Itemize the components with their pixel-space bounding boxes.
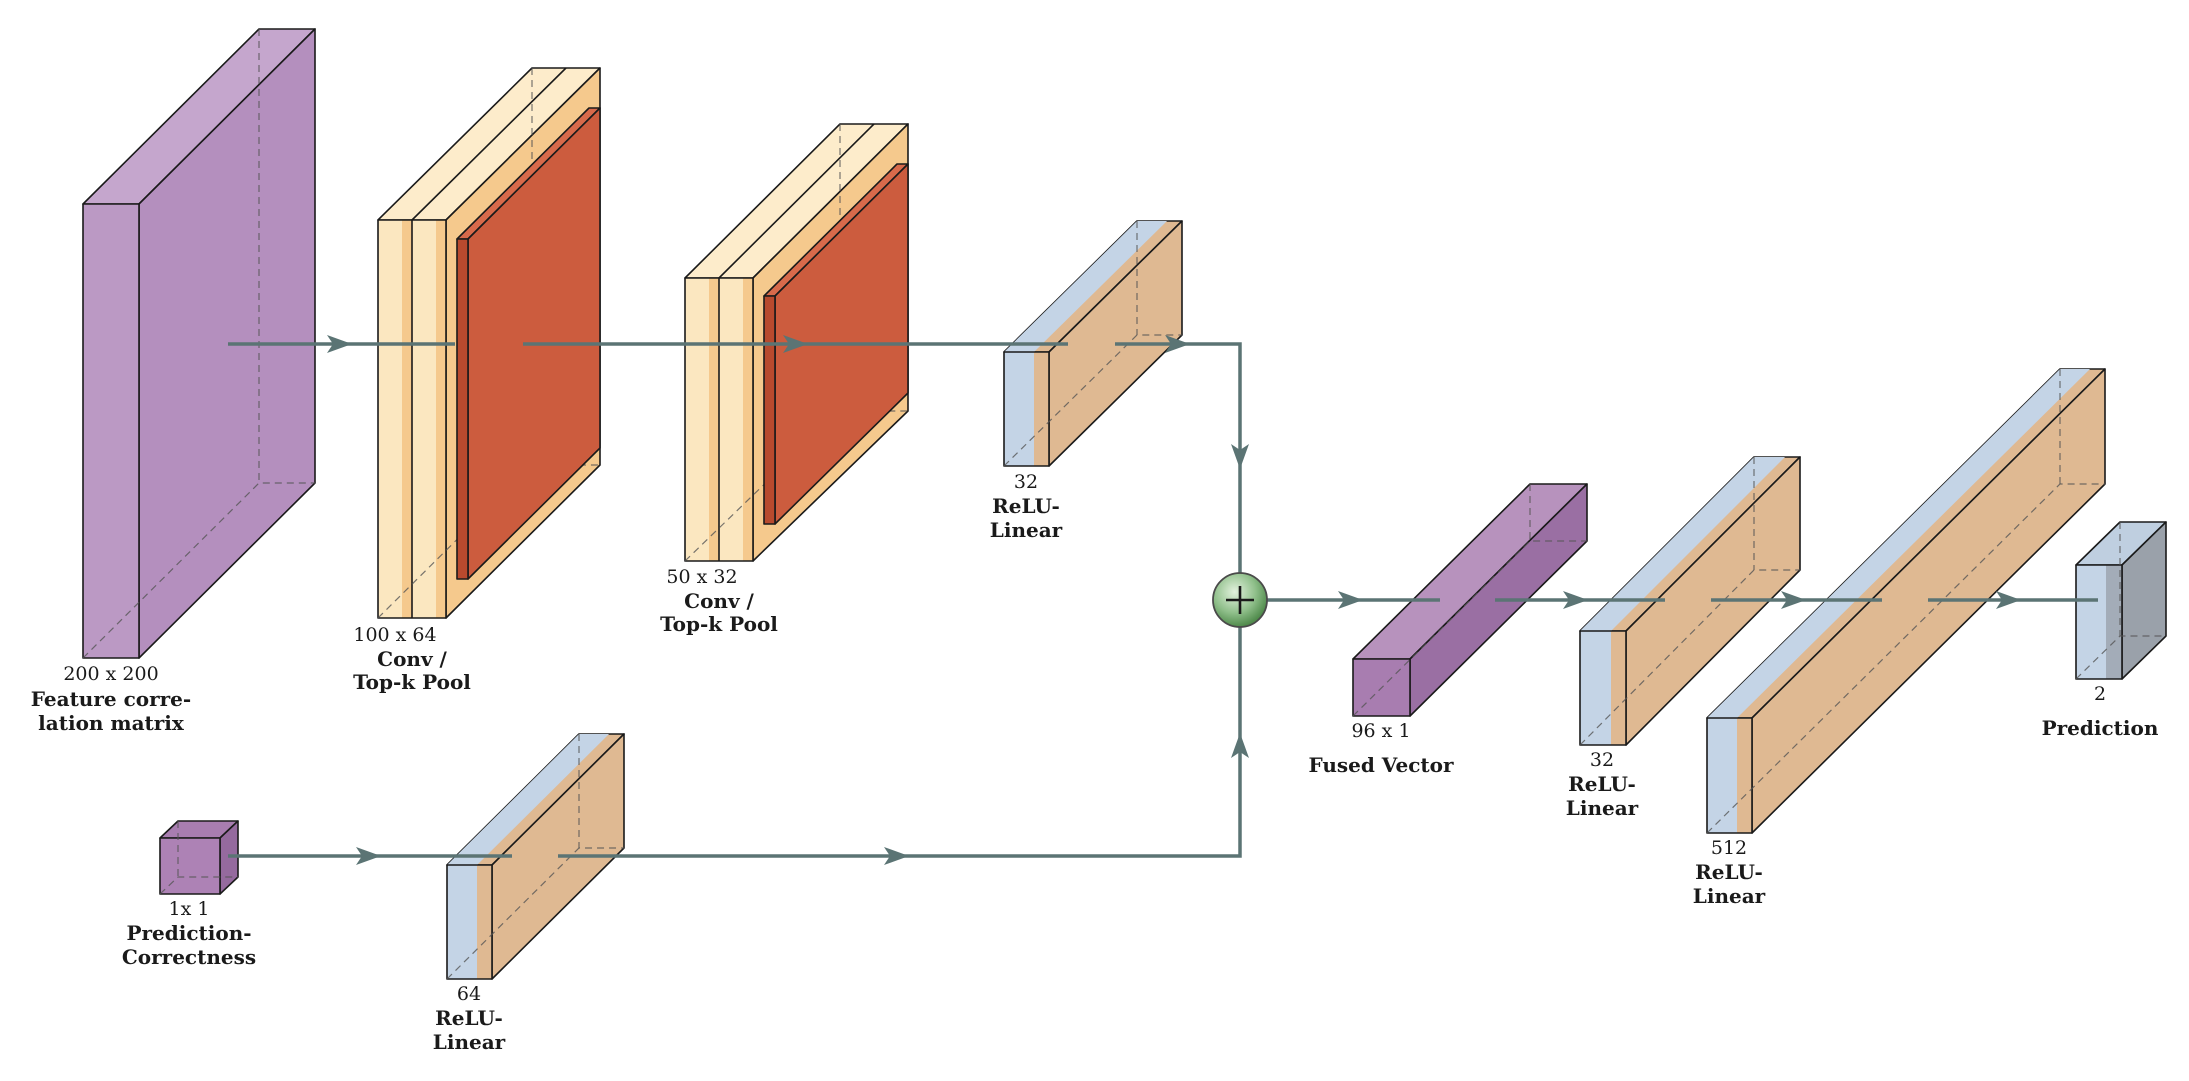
block-labels: 200 x 200 Feature corre- lation matrix 1… [31,471,2159,1054]
arrowhead [783,335,808,353]
prediction-block [2075,521,2167,680]
linear-bottom-title: Linear [433,1030,506,1054]
linear-top-dim: 32 [1014,471,1038,493]
arrowhead [1781,591,1806,609]
linear-bottom-title: ReLU- [435,1006,503,1030]
linear-bottom-dim: 64 [457,983,481,1005]
feature-matrix-block [82,28,316,659]
arrowhead [1338,591,1363,609]
conv2-title: Top-k Pool [660,612,778,636]
arrowhead [1231,444,1249,469]
feature-matrix-dim: 200 x 200 [63,663,158,685]
conv1-dim: 100 x 64 [353,624,436,646]
pred-correctness-title: Correctness [122,945,256,969]
conv2-dim: 50 x 32 [666,566,737,588]
arrowhead [1563,591,1588,609]
arrowhead [1996,591,2021,609]
prediction-dim: 2 [2094,683,2106,705]
linear-32-title: Linear [1566,796,1639,820]
linear-32-dim: 32 [1590,749,1614,771]
linear-512-title: ReLU- [1695,860,1763,884]
arrowhead [1231,733,1249,758]
arrowhead [327,335,352,353]
linear-top-title: ReLU- [992,494,1060,518]
prediction-title: Prediction [2042,716,2159,740]
linear-512-title: Linear [1693,884,1766,908]
linear-32-title: ReLU- [1568,772,1636,796]
arrowhead [1165,335,1190,353]
arrowhead [884,847,909,865]
edge-arrowheads [327,335,2021,865]
conv1-title: Top-k Pool [353,670,471,694]
feature-matrix-title: lation matrix [38,711,185,735]
prediction-correctness-block [159,820,239,895]
linear-512-dim: 512 [1711,837,1747,859]
feature-matrix-title: Feature corre- [31,687,191,711]
conv2-title: Conv / [684,589,754,613]
sum-node [1212,572,1268,628]
pred-correctness-title: Prediction- [126,921,251,945]
fused-dim: 96 x 1 [1351,720,1410,742]
conv1-title: Conv / [377,647,447,671]
fused-title: Fused Vector [1308,753,1453,777]
linear-top-title: Linear [990,518,1063,542]
pred-correctness-dim: 1x 1 [169,898,210,920]
arrowhead [356,847,381,865]
